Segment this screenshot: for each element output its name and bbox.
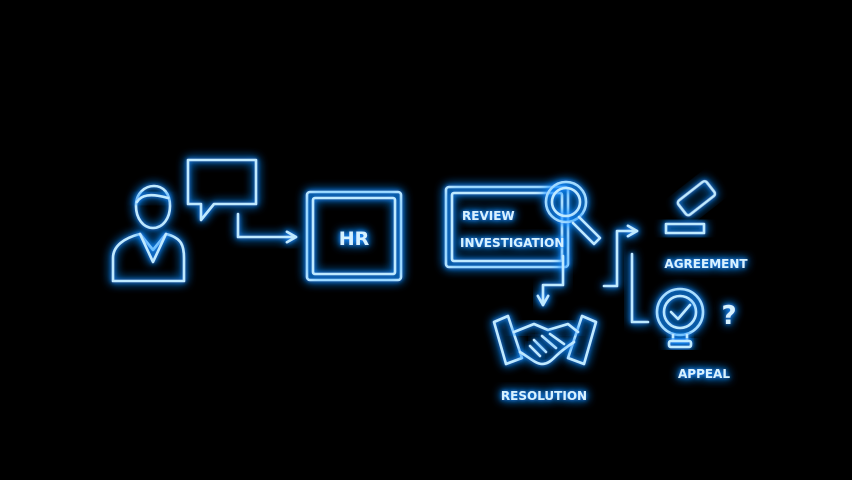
magnifier-icon: [544, 180, 602, 246]
review-label: REVIEW: [462, 209, 515, 223]
arrow-chat-to-hr: [236, 212, 298, 244]
gavel-icon: [658, 176, 732, 240]
handshake-icon: [492, 314, 598, 366]
hr-box: HR: [305, 190, 403, 282]
resolution-label: RESOLUTION: [501, 389, 587, 403]
employee-icon: [111, 184, 186, 283]
investigation-label: INVESTIGATION: [460, 236, 564, 250]
connector-to-appeal: [630, 252, 650, 324]
arrow-review-to-agreement: [602, 224, 639, 288]
hr-label: HR: [339, 228, 370, 250]
question-mark-icon: ?: [721, 301, 736, 331]
appeal-check-icon: [655, 287, 720, 354]
appeal-label: APPEAL: [678, 367, 730, 381]
chat-bubble-icon: [186, 158, 258, 222]
review-investigation-box: REVIEW INVESTIGATION: [444, 185, 570, 269]
arrow-review-to-resolution: [536, 254, 565, 307]
agreement-label: AGREEMENT: [664, 257, 748, 271]
